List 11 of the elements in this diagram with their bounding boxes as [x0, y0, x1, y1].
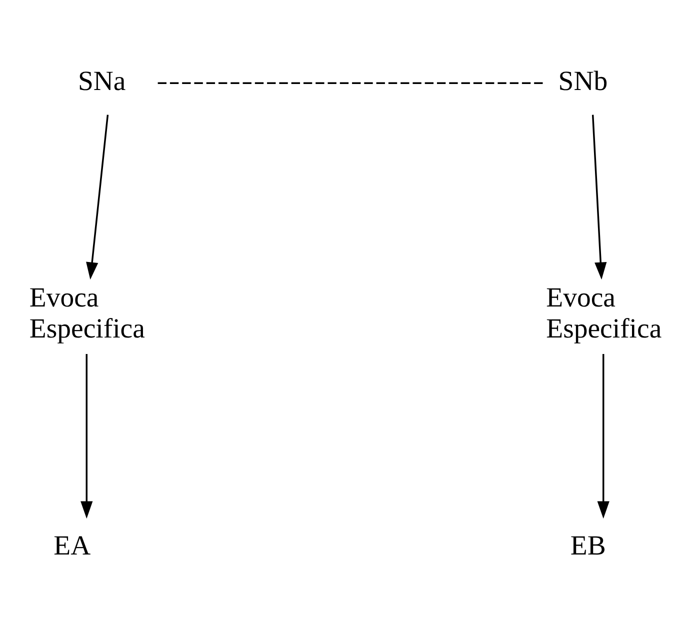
node-text: Evoca Especifica — [546, 282, 662, 344]
connector — [158, 82, 544, 84]
node-text: SNa — [78, 65, 126, 96]
node-text: EA — [54, 530, 91, 561]
arrow — [80, 354, 93, 518]
node-text: SNb — [558, 65, 608, 96]
node-text: Evoca Especifica — [29, 282, 145, 344]
arrow — [592, 114, 607, 280]
node-text: EB — [570, 530, 606, 561]
arrow — [597, 354, 610, 518]
arrow — [86, 114, 109, 280]
